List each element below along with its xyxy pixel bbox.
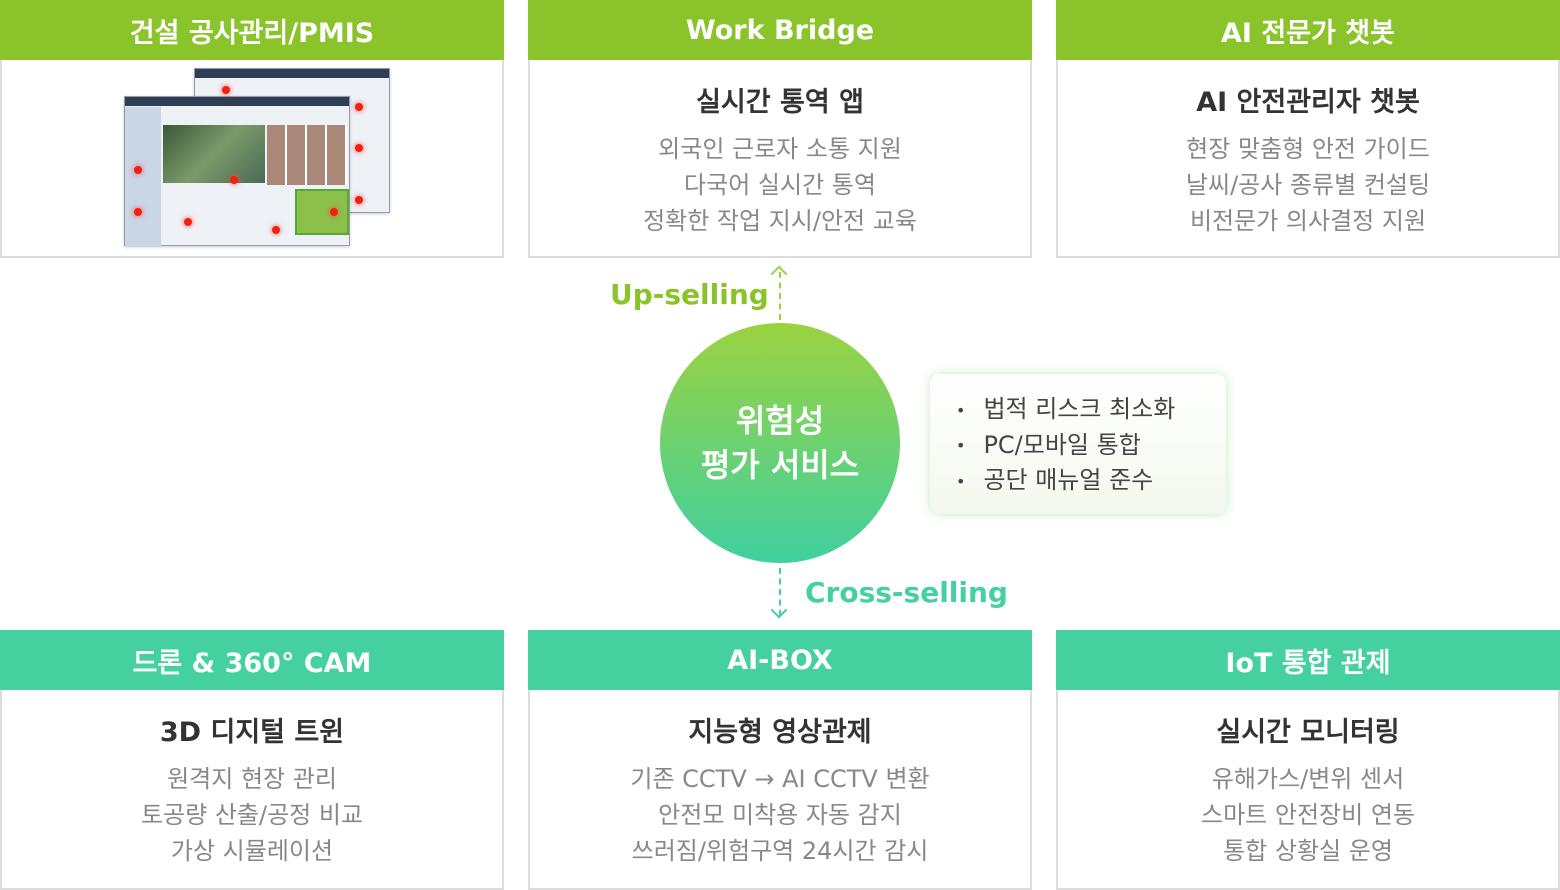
- card-subtitle: AI 안전관리자 챗봇: [1196, 87, 1420, 118]
- card-ai-box: AI-BOX 지능형 영상관제 기존 CCTV → AI CCTV 변환 안전모…: [528, 630, 1032, 890]
- center-line1: 위험성: [735, 402, 825, 440]
- card-subtitle: 실시간 모니터링: [1216, 717, 1400, 748]
- card-subtitle: 실시간 통역 앱: [696, 87, 864, 118]
- up-arrow-line: [779, 272, 781, 320]
- card-iot: IoT 통합 관제 실시간 모니터링 유해가스/변위 센서 스마트 안전장비 연…: [1056, 630, 1560, 890]
- card-line: 원격지 현장 관리: [167, 765, 337, 793]
- card-line: 토공량 산출/공정 비교: [140, 801, 364, 829]
- card-pmis: 건설 공사관리/PMIS: [0, 0, 504, 258]
- feature-box: 법적 리스크 최소화 PC/모바일 통합 공단 매뉴얼 준수: [930, 374, 1226, 514]
- card-line: 가상 시뮬레이션: [170, 837, 334, 865]
- card-title: IoT 통합 관제: [1056, 630, 1560, 690]
- card-line: 다국어 실시간 통역: [684, 171, 876, 199]
- card-title: AI-BOX: [528, 630, 1032, 690]
- arrow-up-icon: [770, 265, 788, 283]
- card-line: 비전문가 의사결정 지원: [1189, 207, 1427, 235]
- card-subtitle: 지능형 영상관제: [688, 717, 872, 748]
- feature-item: 공단 매뉴얼 준수: [956, 463, 1226, 499]
- feature-item: 법적 리스크 최소화: [956, 392, 1226, 428]
- up-selling-label: Up-selling: [610, 278, 769, 311]
- card-title: AI 전문가 챗봇: [1056, 0, 1560, 60]
- risk-assessment-service: 위험성 평가 서비스: [660, 323, 900, 563]
- card-title: Work Bridge: [528, 0, 1032, 60]
- card-line: 안전모 미착용 자동 감지: [658, 801, 902, 829]
- card-drone: 드론 & 360° CAM 3D 디지털 트윈 원격지 현장 관리 토공량 산출…: [0, 630, 504, 890]
- card-line: 유해가스/변위 센서: [1211, 765, 1405, 793]
- card-line: 쓰러짐/위험구역 24시간 감시: [631, 837, 929, 865]
- card-work-bridge: Work Bridge 실시간 통역 앱 외국인 근로자 소통 지원 다국어 실…: [528, 0, 1032, 258]
- card-line: 기존 CCTV → AI CCTV 변환: [630, 765, 930, 793]
- feature-item: PC/모바일 통합: [956, 428, 1226, 464]
- card-subtitle: 3D 디지털 트윈: [159, 717, 345, 748]
- card-line: 통합 상황실 운영: [1223, 837, 1393, 865]
- cross-selling-label: Cross-selling: [805, 576, 1008, 609]
- card-title: 드론 & 360° CAM: [0, 630, 504, 690]
- card-line: 외국인 근로자 소통 지원: [658, 135, 902, 163]
- card-line: 정확한 작업 지시/안전 교육: [643, 207, 917, 235]
- card-line: 현장 맞춤형 안전 가이드: [1186, 135, 1430, 163]
- card-line: 날씨/공사 종류별 컨설팅: [1185, 171, 1431, 199]
- arrow-down-icon: [770, 601, 788, 619]
- card-title: 건설 공사관리/PMIS: [0, 0, 504, 60]
- center-line2: 평가 서비스: [700, 446, 860, 484]
- down-arrow-line: [779, 568, 781, 616]
- pmis-screenshot: [112, 68, 392, 248]
- card-line: 스마트 안전장비 연동: [1201, 801, 1415, 829]
- card-ai-chatbot: AI 전문가 챗봇 AI 안전관리자 챗봇 현장 맞춤형 안전 가이드 날씨/공…: [1056, 0, 1560, 258]
